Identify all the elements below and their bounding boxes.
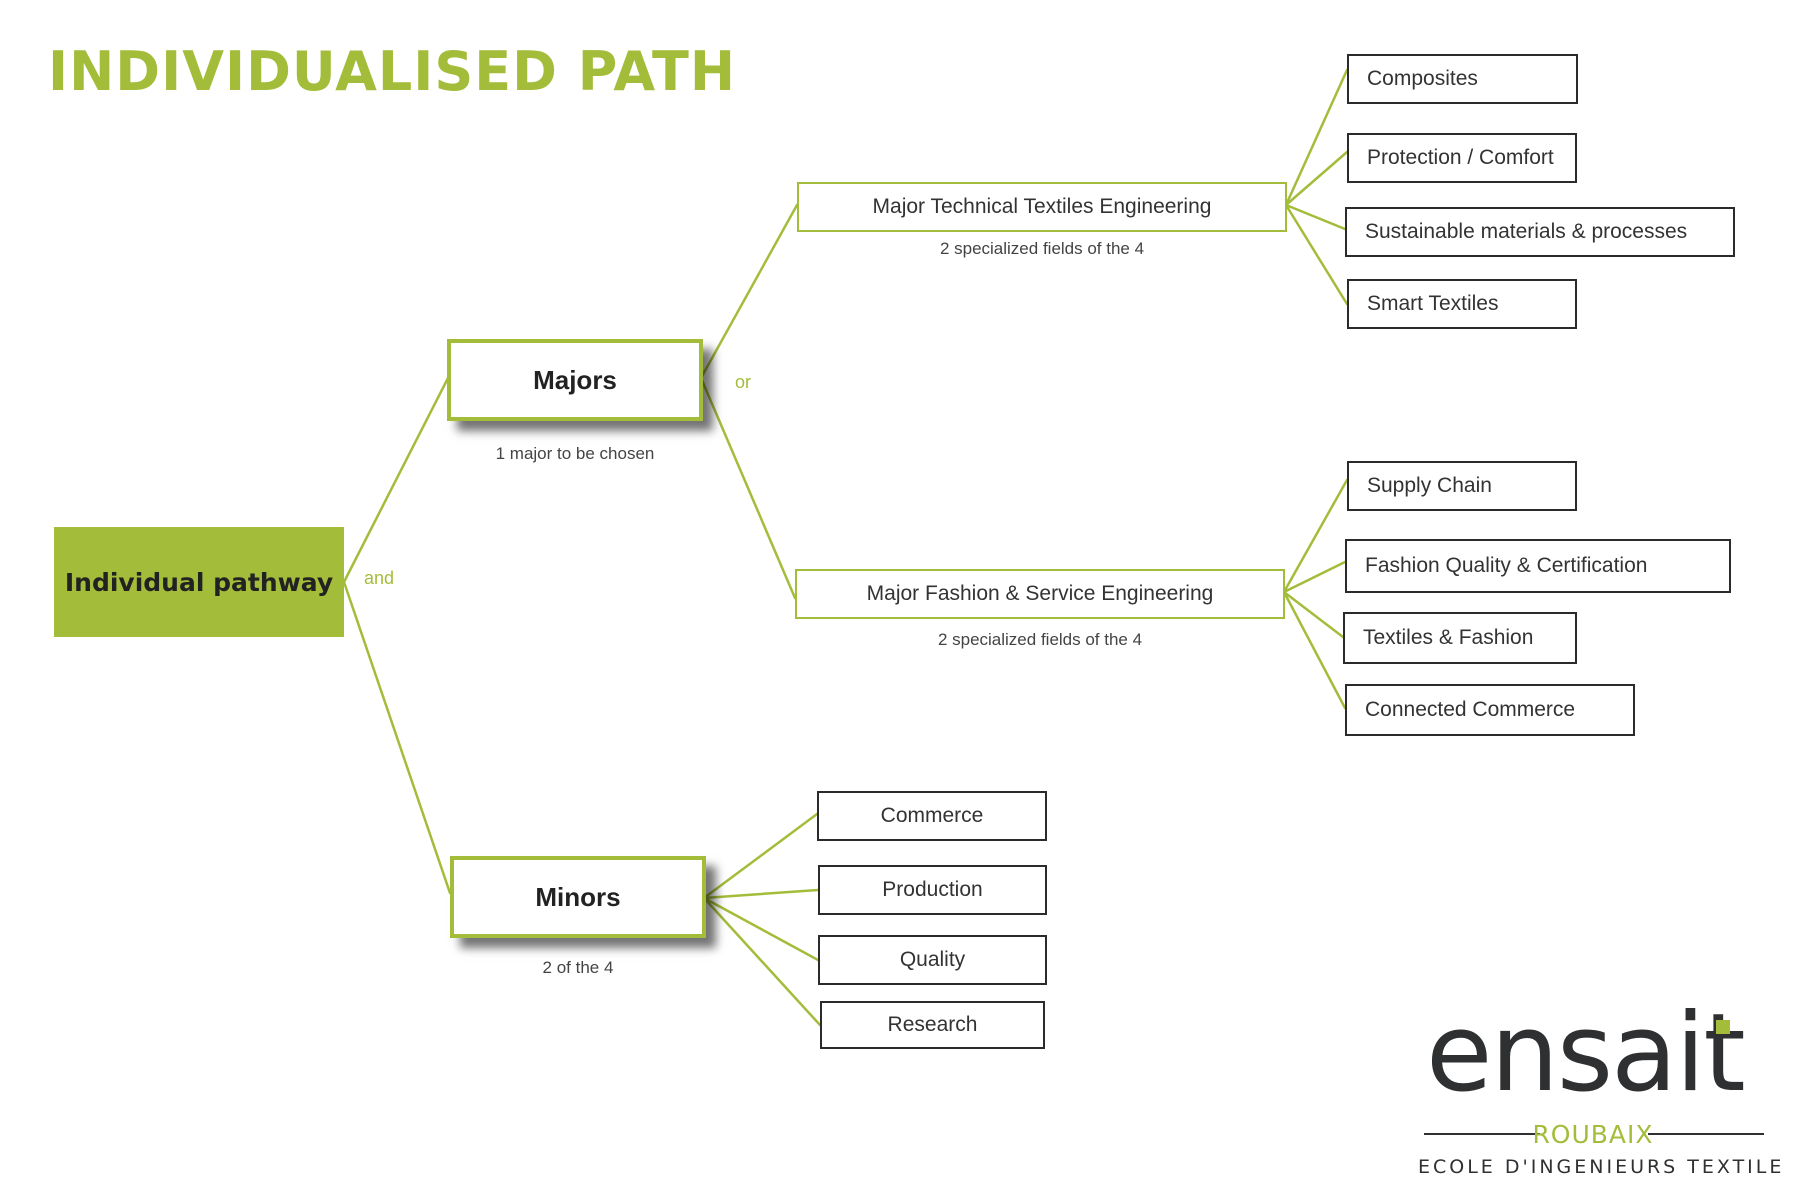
field-textiles-fashion: Textiles & Fashion [1343,612,1577,664]
major-fashion-service-node: Major Fashion & Service Engineering [795,569,1285,619]
connector-minors-research [702,896,822,1027]
major-technical-textiles-caption: 2 specialized fields of the 4 [939,239,1145,258]
connector-minors-production [702,888,820,900]
logo-wordmark: ensait [1426,991,1746,1116]
field-smart-textiles: Smart Textiles [1347,279,1577,329]
connector-fashion-textiles [1282,590,1345,639]
connector-technical-smart [1284,203,1349,306]
root-node-individual-pathway: Individual pathway [54,527,344,637]
field-fashion-quality: Fashion Quality & Certification [1345,539,1731,593]
minor-commerce: Commerce [817,791,1047,841]
connector-technical-protection [1284,150,1349,207]
connector-root-majors [342,376,450,584]
connector-fashion-commerce [1282,590,1347,710]
connector-majors-technical [699,203,799,380]
majors-node: Majors [447,339,703,421]
logo-rule-left [1424,1133,1540,1135]
minor-production: Production [818,865,1047,915]
field-connected-commerce: Connected Commerce [1345,684,1635,736]
logo-rule-right [1648,1133,1764,1135]
ensait-logo: ensait ROUBAIX ECOLE D'INGENIEURS TEXTIL… [1418,1000,1785,1180]
minors-caption: 2 of the 4 [542,958,614,977]
connector-fashion-supply [1282,478,1349,594]
minors-node: Minors [450,856,706,938]
majors-caption: 1 major to be chosen [495,444,655,463]
connector-minors-quality [702,896,820,962]
minor-quality: Quality [818,935,1047,985]
logo-school-name: ECOLE D'INGENIEURS TEXTILE [1418,1156,1785,1178]
connector-technical-sustainable [1284,203,1347,231]
field-supply-chain: Supply Chain [1347,461,1577,511]
connector-majors-fashion [699,376,797,600]
logo-accent-square [1716,1020,1730,1034]
connector-label-and: and [364,568,395,588]
major-technical-textiles-node: Major Technical Textiles Engineering [797,182,1287,232]
connector-root-minors [342,580,452,895]
page-title: INDIVIDUALISED PATH [48,40,737,103]
connector-minors-commerce [702,812,819,900]
connector-technical-composites [1284,68,1349,207]
minor-research: Research [820,1001,1045,1049]
field-sustainable-materials: Sustainable materials & processes [1345,207,1735,257]
field-composites: Composites [1347,54,1578,104]
major-fashion-service-caption: 2 specialized fields of the 4 [937,630,1143,649]
connector-label-or: or [735,372,752,392]
field-protection-comfort: Protection / Comfort [1347,133,1577,183]
logo-city: ROUBAIX [1532,1120,1654,1149]
connector-fashion-quality [1282,560,1347,594]
